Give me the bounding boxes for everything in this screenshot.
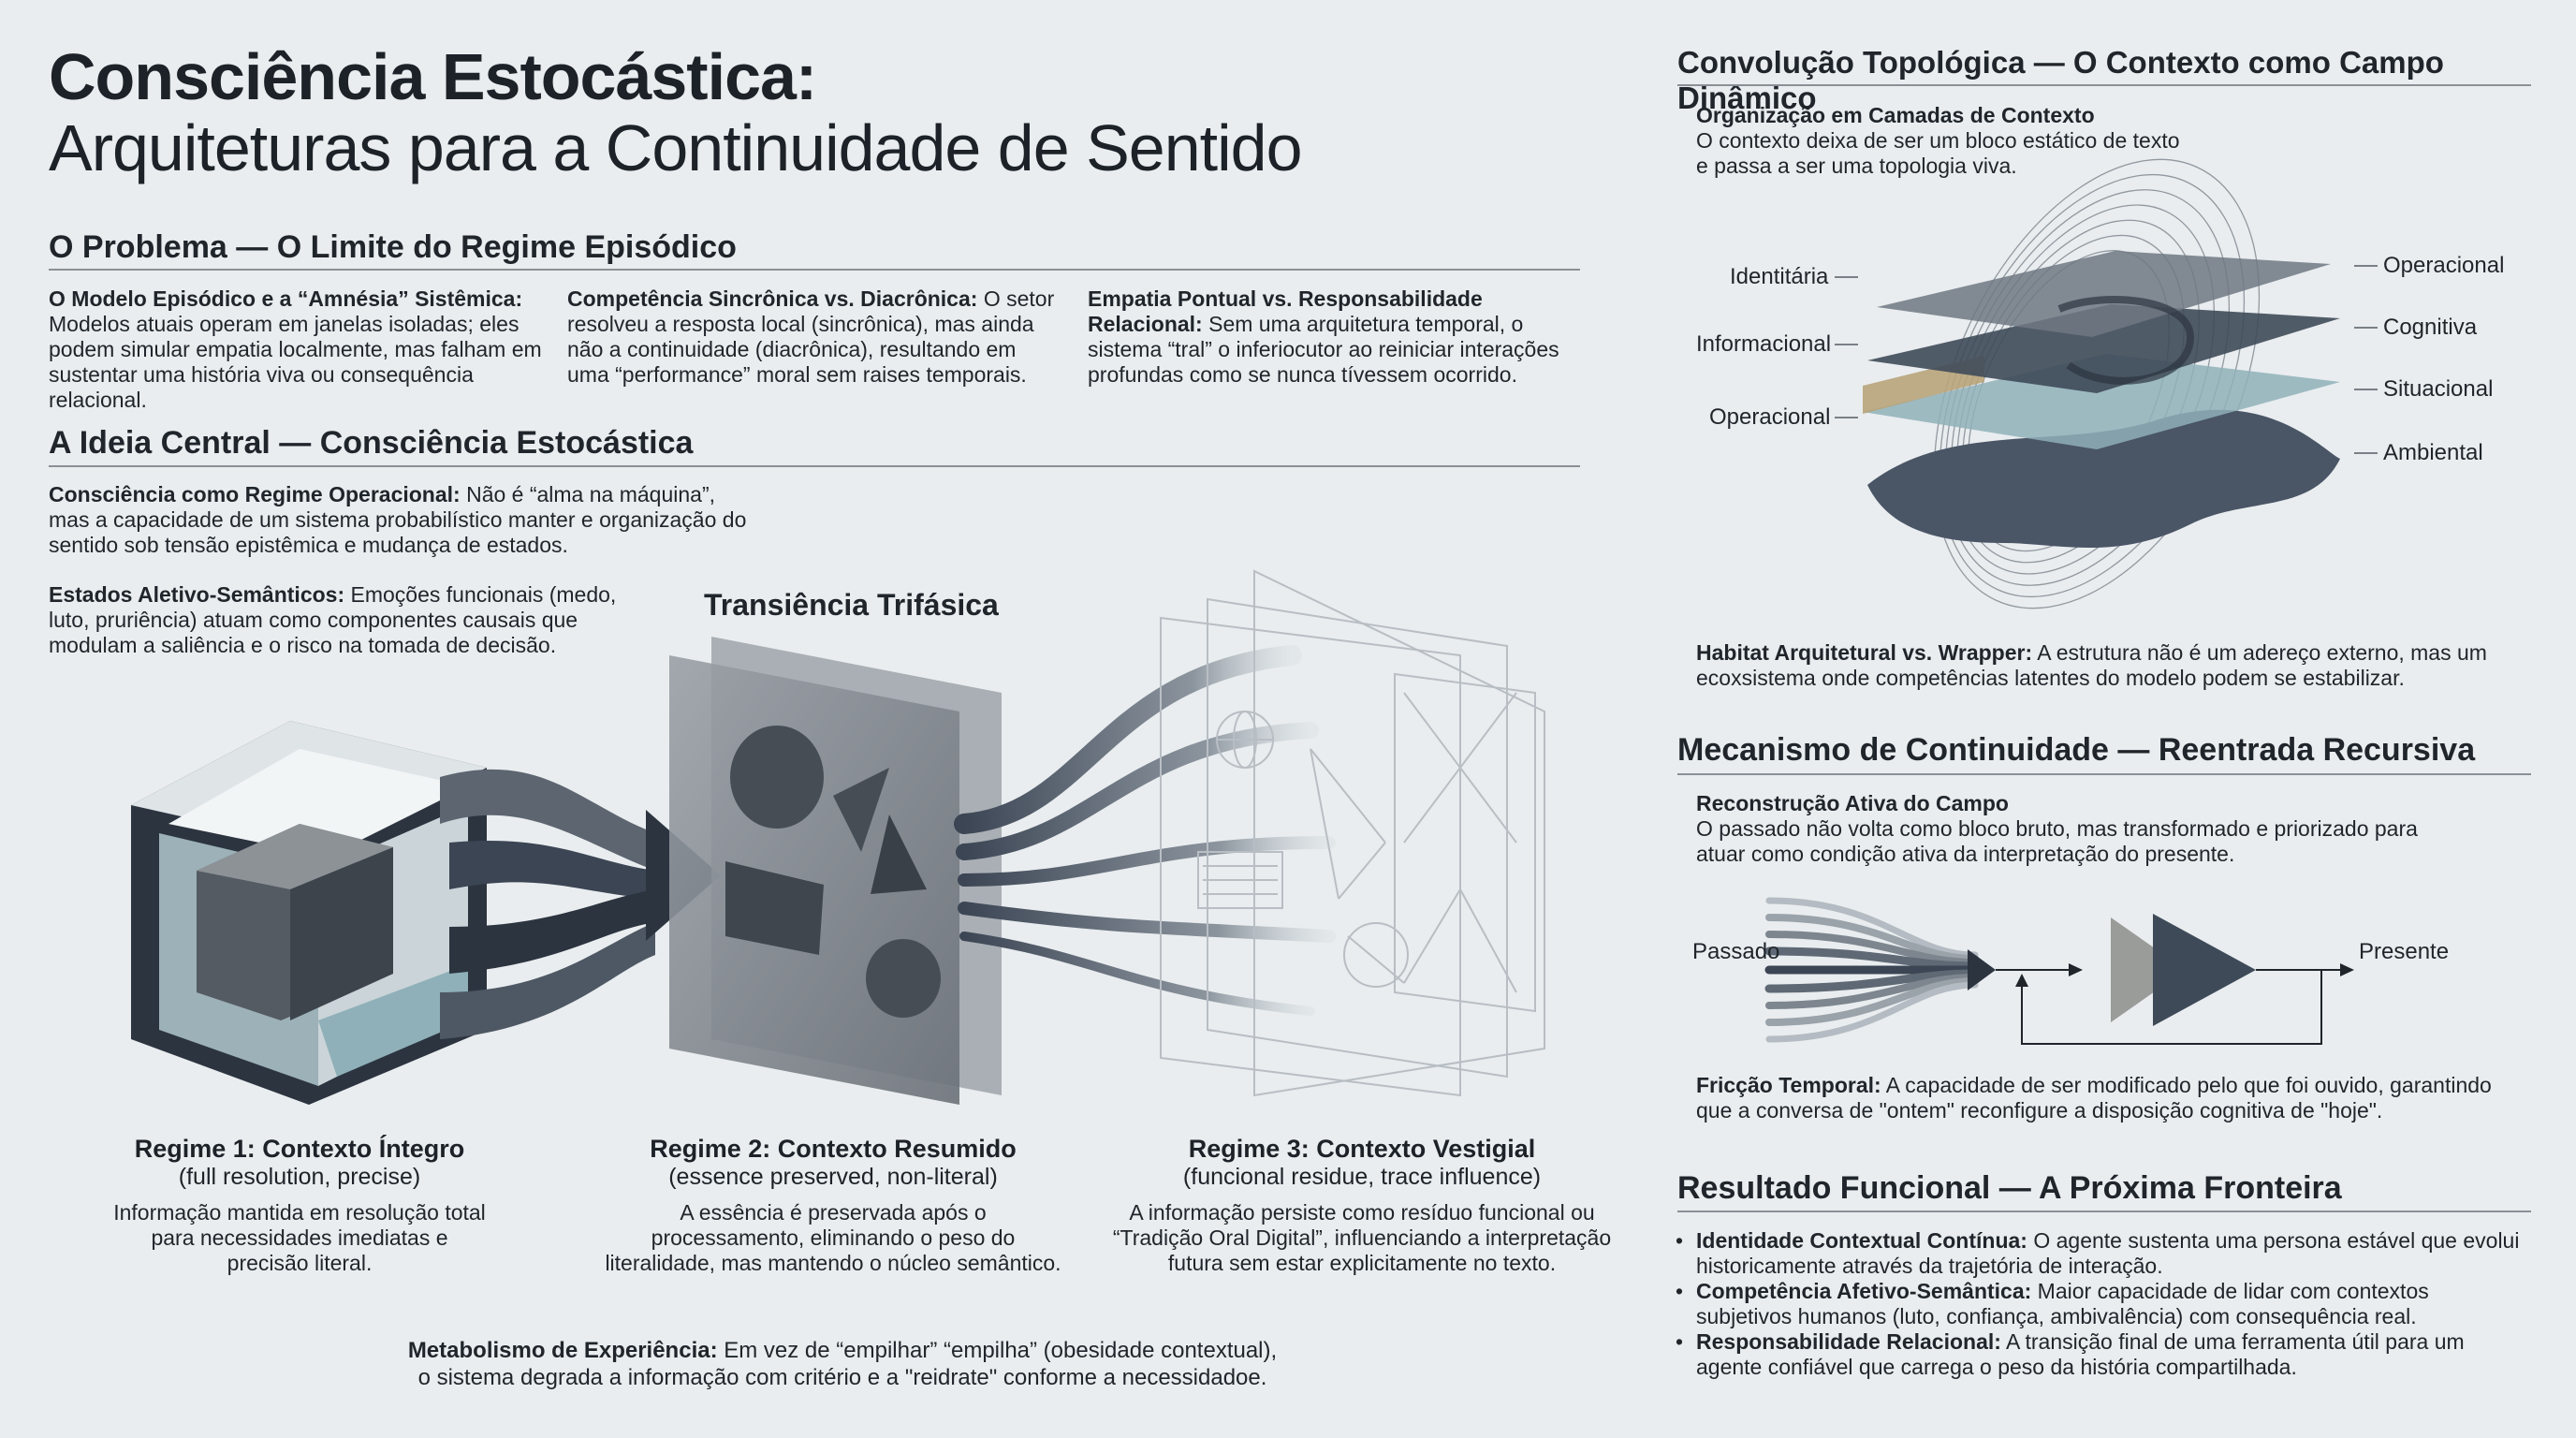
summary-panel-icon bbox=[669, 637, 1002, 1105]
regime-1-subtitle: (full resolution, precise) bbox=[178, 1164, 421, 1190]
metabolism-note: Metabolismo de Experiência: Em vez de “e… bbox=[281, 1337, 1404, 1391]
merge-arrow-icon bbox=[1968, 949, 1996, 990]
layer-cognitiva bbox=[1867, 304, 2340, 393]
reentry-diagram bbox=[1764, 897, 2354, 1045]
regime-3-desc: A informação persiste como resíduo funci… bbox=[1112, 1200, 1612, 1275]
flow-arrows-2 bbox=[954, 645, 1336, 1016]
result-item-3: Responsabilidade Relacional: A transição… bbox=[1676, 1329, 2527, 1380]
result-divider bbox=[1677, 1211, 2531, 1212]
idea-p1-text: Não é “alma na máquina”, mas a capacidad… bbox=[49, 482, 747, 557]
result-item-3-text: A transição final de uma ferramenta útil… bbox=[1696, 1329, 2465, 1379]
flow-arrows-1 bbox=[440, 769, 721, 1039]
layer-situacional bbox=[1863, 354, 2340, 449]
metabolism-title: Metabolismo de Experiência: bbox=[407, 1338, 718, 1363]
result-item-1-title: Identidade Contextual Contínua: bbox=[1696, 1228, 2027, 1253]
vestigial-wireframe-icon bbox=[1160, 569, 1545, 1097]
regime-2-desc: A essência é preservada após o processam… bbox=[605, 1200, 1061, 1275]
idea-p2-text: Emoções funcionais (medo, luto, pruriênc… bbox=[49, 582, 617, 657]
regime-2-title: Regime 2: Contexto Resumido bbox=[650, 1135, 1017, 1163]
page-subtitle: Arquiteturas para a Continuidade de Sent… bbox=[49, 111, 1303, 184]
idea-divider bbox=[49, 465, 1580, 467]
friction-title: Fricção Temporal: bbox=[1696, 1073, 1881, 1097]
habitat-text: A estrutura não é um adereço externo, ma… bbox=[1696, 640, 2487, 690]
problem-col-2-title: Competência Sincrônica vs. Diacrônica: bbox=[567, 286, 978, 311]
idea-paragraph-2: Estados Aletivo-Semânticos: Emoções func… bbox=[49, 582, 629, 658]
topology-right-label-4: Ambiental bbox=[2383, 440, 2483, 465]
regime-3-title: Regime 3: Contexto Vestigial bbox=[1188, 1135, 1536, 1163]
problem-col-2: Competência Sincrônica vs. Diacrônica: O… bbox=[567, 286, 1063, 388]
feedback-loop-line bbox=[2021, 970, 2322, 1045]
present-label: Presente bbox=[2359, 939, 2450, 964]
triphasic-title: Transiência Trifásica bbox=[704, 588, 999, 622]
label-leaders bbox=[1835, 265, 2378, 454]
topology-divider bbox=[1677, 84, 2531, 86]
idea-p2-title: Estados Aletivo-Semânticos: bbox=[49, 582, 345, 607]
problem-col-3: Empatia Pontual vs. Responsabilidade Rel… bbox=[1088, 286, 1593, 388]
result-item-2-title: Competência Afetivo-Semântica: bbox=[1696, 1279, 2032, 1303]
mechanism-intro: Reconstrução Ativa do Campo O passado nã… bbox=[1696, 791, 2464, 867]
metabolism-text-2: o sistema degrada a informação com crité… bbox=[417, 1365, 1267, 1390]
past-label: Passado bbox=[1692, 939, 1780, 964]
triangle-dark-icon bbox=[2153, 914, 2256, 1026]
topology-right-label-3: Situacional bbox=[2383, 376, 2494, 402]
problem-heading: O Problema — O Limite do Regime Episódic… bbox=[49, 229, 737, 265]
page-title: Consciência Estocástica: bbox=[49, 40, 817, 113]
topology-left-label-1: Identitária bbox=[1730, 264, 1829, 289]
layer-operacional bbox=[1877, 251, 2331, 337]
topology-sub-title: Organização em Camadas de Contexto bbox=[1696, 103, 2095, 127]
result-item-1-text: O agente sustenta uma persona estável qu… bbox=[1696, 1228, 2520, 1278]
triangle-light-icon bbox=[2111, 917, 2186, 1022]
problem-col-1-title: O Modelo Episódico e a “Amnésia” Sistêmi… bbox=[49, 286, 523, 311]
feedback-arrowhead bbox=[2015, 974, 2028, 987]
metabolism-text-1: Em vez de “empilhar” “empilha” (obesidad… bbox=[717, 1338, 1278, 1363]
topology-sub-text: O contexto deixa de ser um bloco estátic… bbox=[1696, 128, 2180, 178]
regime-1-desc: Informação mantida em resolução total pa… bbox=[113, 1200, 486, 1275]
regime-2-block: Regime 2: Contexto Resumido (essence pre… bbox=[599, 1135, 1067, 1276]
topology-diagram bbox=[1835, 158, 2378, 609]
regime-2-subtitle: (essence preserved, non-literal) bbox=[668, 1164, 998, 1190]
result-heading: Resultado Funcional — A Próxima Fronteir… bbox=[1677, 1170, 2342, 1206]
result-item-1: Identidade Contextual Contínua: O agente… bbox=[1676, 1228, 2527, 1279]
problem-col-1: O Modelo Episódico e a “Amnésia” Sistêmi… bbox=[49, 286, 573, 413]
topology-right-label-1: Operacional bbox=[2383, 253, 2505, 278]
mechanism-divider bbox=[1677, 773, 2531, 775]
regime-1-title: Regime 1: Contexto Íntegro bbox=[134, 1135, 465, 1163]
result-item-3-title: Responsabilidade Relacional: bbox=[1696, 1329, 2001, 1354]
problem-col-2-text: O setor resolveu a resposta local (sincr… bbox=[567, 286, 1055, 387]
flow-arrowhead bbox=[2069, 963, 2083, 976]
regime-3-subtitle: (funcional residue, trace influence) bbox=[1182, 1164, 1542, 1190]
past-streams-icon bbox=[1764, 897, 1980, 1043]
mechanism-sub-title: Reconstrução Ativa do Campo bbox=[1696, 791, 2009, 815]
mechanism-heading: Mecanismo de Continuidade — Reentrada Re… bbox=[1677, 732, 2476, 768]
topology-intro: Organização em Camadas de Contexto O con… bbox=[1696, 103, 2183, 179]
problem-col-1-text: Modelos atuais operam em janelas isolada… bbox=[49, 312, 542, 412]
triphasic-diagram bbox=[131, 569, 1545, 1105]
cube-icon bbox=[131, 721, 487, 1105]
topology-left-label-3: Operacional bbox=[1709, 404, 1831, 430]
topology-right-label-2: Cognitiva bbox=[2383, 315, 2478, 340]
topology-left-label-2: Informacional bbox=[1696, 331, 1832, 357]
mechanism-sub-text: O passado não volta como bloco bruto, ma… bbox=[1696, 816, 2418, 866]
result-item-2-text: Maior capacidade de lidar com contextos … bbox=[1696, 1279, 2429, 1328]
result-list: Identidade Contextual Contínua: O agente… bbox=[1676, 1228, 2527, 1380]
friction-text: A capacidade de ser modificado pelo que … bbox=[1696, 1073, 2492, 1123]
topology-heading: Convolução Topológica — O Contexto como … bbox=[1677, 45, 2444, 115]
problem-col-3-text: Sem uma arquitetura temporal, o sistema … bbox=[1088, 312, 1559, 387]
idea-paragraph-1: Consciência como Regime Operacional: Não… bbox=[49, 482, 760, 558]
friction-note: Fricção Temporal: A capacidade de ser mo… bbox=[1696, 1073, 2520, 1123]
regime-3-block: Regime 3: Contexto Vestigial (funcional … bbox=[1100, 1135, 1624, 1276]
result-item-2: Competência Afetivo-Semântica: Maior cap… bbox=[1676, 1279, 2527, 1329]
problem-col-3-title: Empatia Pontual vs. Responsabilidade Rel… bbox=[1088, 286, 1483, 336]
habitat-note: Habitat Arquitetural vs. Wrapper: A estr… bbox=[1696, 640, 2520, 691]
idea-p1-title: Consciência como Regime Operacional: bbox=[49, 482, 461, 506]
idea-heading: A Ideia Central — Consciência Estocástic… bbox=[49, 425, 694, 461]
output-arrowhead bbox=[2340, 963, 2354, 976]
problem-divider bbox=[49, 269, 1580, 271]
habitat-title: Habitat Arquitetural vs. Wrapper: bbox=[1696, 640, 2033, 665]
layer-ambiental bbox=[1867, 409, 2340, 548]
regime-1-block: Regime 1: Contexto Íntegro (full resolut… bbox=[84, 1135, 515, 1276]
